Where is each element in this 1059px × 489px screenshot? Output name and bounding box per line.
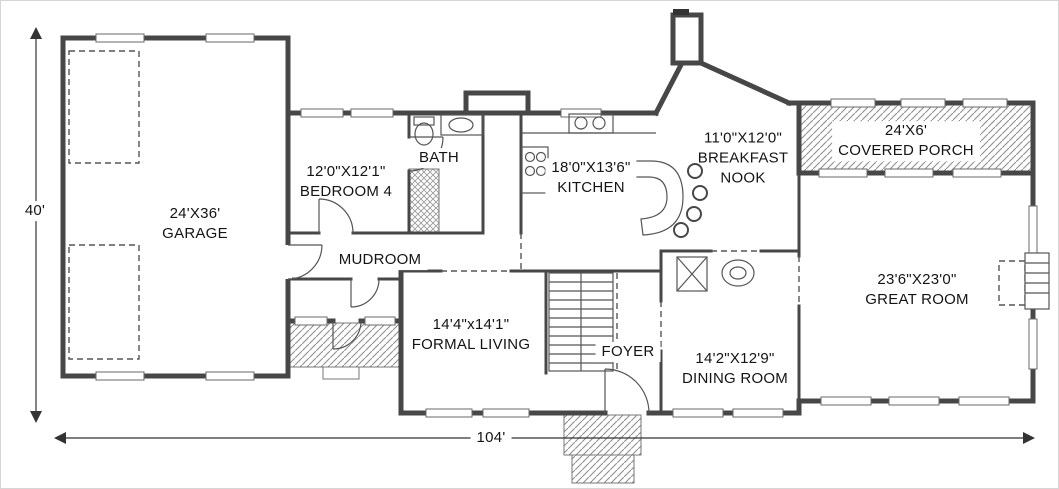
garage-mudroom-door — [287, 244, 323, 280]
fixtures — [413, 113, 1050, 310]
garage-door-gap — [284, 245, 292, 279]
bath-door — [408, 136, 444, 172]
bath-vanity — [440, 114, 484, 136]
side-stoop-step — [322, 366, 360, 380]
exterior-walls — [60, 9, 1036, 416]
great-room-dashed-builtin — [998, 260, 1026, 306]
arrow-down-icon — [30, 411, 42, 423]
interior-walls — [286, 111, 801, 415]
kitchen-island — [585, 160, 684, 236]
covered-porch-hatch — [800, 104, 1032, 172]
chimney-cap — [673, 9, 689, 15]
bath-sink-icon — [448, 117, 474, 133]
arrow-up-icon — [30, 27, 42, 39]
butler-cabinet — [676, 256, 708, 292]
chimney — [670, 12, 704, 66]
front-door — [604, 368, 650, 414]
side-stoop-hatch — [289, 322, 402, 368]
mudroom-hall-door — [350, 278, 380, 308]
garage-walls — [60, 35, 291, 379]
front-steps-upper — [563, 414, 642, 456]
stool-icon — [692, 185, 708, 201]
arrow-right-icon — [1023, 432, 1035, 444]
bedroom4-door — [318, 198, 354, 234]
toilet-tank — [413, 116, 435, 126]
toilet-icon — [414, 122, 434, 146]
butler-fixture — [721, 259, 755, 287]
stairs — [548, 272, 614, 372]
windows — [95, 33, 1038, 418]
stool-icon — [673, 222, 689, 238]
stoop-door — [332, 320, 362, 350]
garage-dashed-area-bottom — [68, 244, 140, 360]
garage-dashed-area-top — [68, 50, 140, 164]
hatched-areas — [289, 104, 1032, 484]
front-steps-lower — [571, 454, 635, 484]
chase-bump — [463, 90, 531, 116]
arrow-left-icon — [54, 432, 66, 444]
fireplace — [1024, 252, 1050, 310]
stool-icon — [686, 206, 702, 222]
stool-icon — [687, 163, 703, 179]
bath-shower-hatch — [408, 168, 440, 234]
dimension-lines — [30, 27, 1035, 444]
doors — [284, 136, 650, 414]
